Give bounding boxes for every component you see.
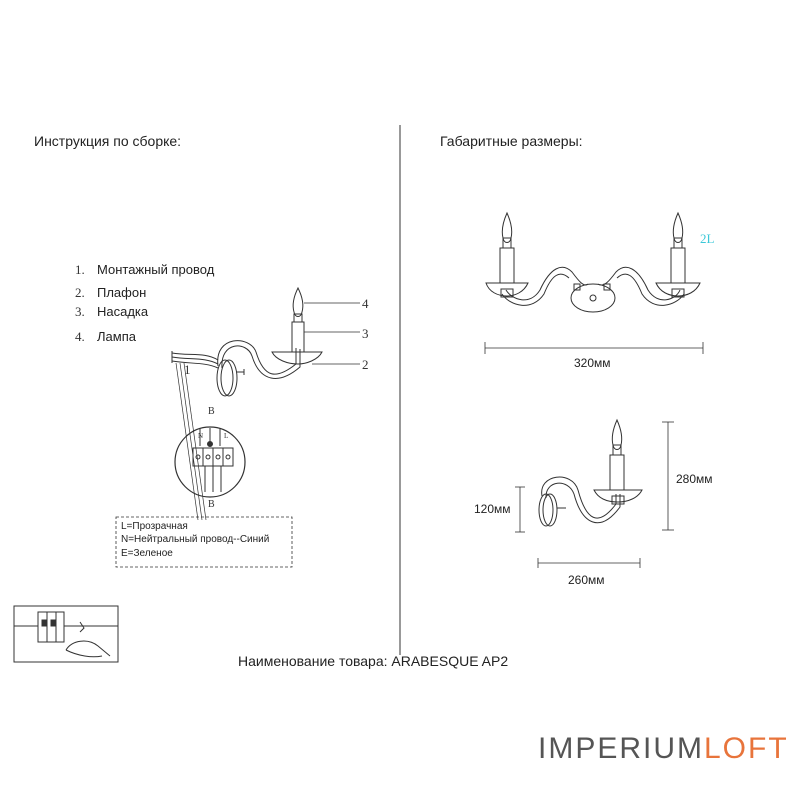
front-arm-right — [597, 267, 681, 301]
front-arm-left — [505, 267, 589, 301]
brand-logo-part: LOFT — [704, 732, 789, 765]
center-plate — [570, 283, 616, 313]
terminal-mark: L — [224, 432, 229, 440]
plate-height-label: 120мм — [474, 502, 511, 516]
part-label: Плафон — [97, 285, 147, 300]
wiring-note: L=Прозрачная — [121, 521, 188, 532]
callout-number: 1 — [184, 362, 191, 377]
front-view — [484, 211, 704, 354]
shade — [271, 351, 323, 365]
callout-number: 4 — [362, 296, 369, 311]
side-wall-plate — [538, 493, 554, 527]
part-number: 1. — [75, 262, 85, 277]
sconce-arm — [217, 340, 297, 375]
callout-number: 2 — [362, 357, 369, 372]
brand-logo-part: IMPERIUM — [538, 732, 704, 765]
breaker-frame — [13, 605, 119, 663]
mounting-wire — [171, 352, 219, 361]
width-label: 320мм — [574, 356, 611, 370]
front-sleeve-right — [670, 247, 686, 284]
terminal-bottom-mark: B — [208, 499, 215, 510]
side-arm — [541, 476, 617, 519]
side-bulb — [611, 418, 623, 450]
side-shade — [593, 489, 643, 503]
part-label: Лампа — [97, 329, 136, 344]
wiring-notes-box — [115, 516, 293, 568]
height-label: 280мм — [676, 472, 713, 486]
candle-sleeve — [291, 321, 305, 353]
part-number: 4. — [75, 329, 85, 344]
flame-bulb — [292, 286, 304, 317]
wiring-note: E=Зеленое — [121, 548, 173, 559]
side-sleeve — [609, 454, 625, 491]
product-caption: Наименование товара: ARABESQUE AP2 — [238, 653, 509, 669]
front-bulb-left — [501, 211, 513, 243]
callout-number: 3 — [362, 326, 369, 341]
part-number: 2. — [75, 285, 85, 300]
lamp-count-label: 2L — [700, 231, 715, 246]
assembly-sconce — [171, 286, 360, 521]
terminal-mark: N — [198, 432, 204, 440]
hand-icon — [65, 640, 111, 657]
front-shade-left — [485, 282, 529, 297]
dimensions-heading: Габаритные размеры: — [440, 133, 583, 149]
part-label: Монтажный провод — [97, 262, 215, 277]
depth-label: 260мм — [568, 573, 605, 587]
part-label: Насадка — [97, 304, 149, 319]
terminal-top-mark: B — [208, 406, 215, 417]
terminal-block — [174, 426, 246, 498]
front-shade-right — [655, 282, 701, 297]
front-sleeve-left — [499, 247, 515, 284]
assembly-heading: Инструкция по сборке: — [34, 133, 182, 149]
part-number: 3. — [75, 304, 85, 319]
breaker-pictogram — [13, 605, 119, 663]
terminal-circle — [174, 426, 246, 498]
wiring-note: N=Нейтральный провод--Синий — [121, 534, 270, 545]
front-bulb-right — [672, 211, 684, 243]
brand-logo: IMPERIUMLOFT — [538, 732, 789, 766]
side-view — [515, 418, 674, 568]
wall-plate — [216, 359, 234, 397]
